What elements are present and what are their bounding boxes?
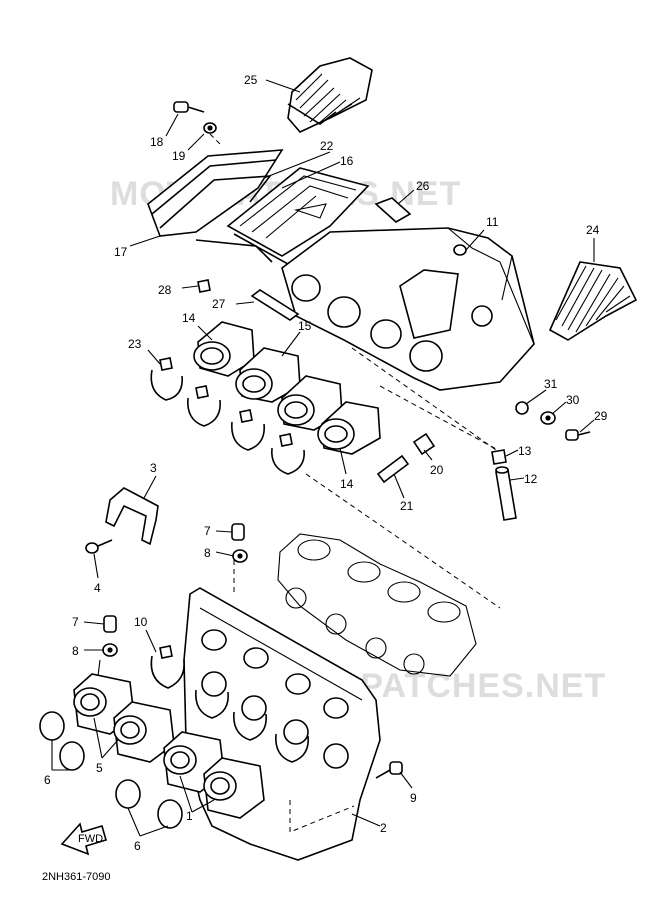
callout-20: 20 [430, 463, 444, 477]
callout-22: 22 [320, 139, 334, 153]
part-23-clamp-4 [271, 433, 305, 475]
part-24-duct [548, 261, 638, 341]
part-21-pipe [376, 454, 410, 484]
callout-17: 17 [114, 245, 128, 259]
callout-6-left: 6 [44, 773, 51, 787]
air-filter-assembly [147, 149, 370, 277]
callout-12: 12 [524, 472, 538, 486]
plate-clamp-c [275, 733, 309, 763]
part-8-nipple-lower [102, 643, 118, 657]
part-15-joint-a [235, 347, 301, 403]
part-14-joint-b [317, 401, 381, 455]
callout-8-lower: 8 [72, 644, 79, 658]
callout-7-lower: 7 [72, 615, 79, 629]
callout-8-upper: 8 [204, 546, 211, 560]
plate-clamp-a [195, 689, 229, 719]
callout-30: 30 [566, 393, 580, 407]
callout-1: 1 [186, 809, 193, 823]
part-26-clip [374, 197, 412, 223]
callout-18: 18 [150, 135, 164, 149]
part-29-bolt [565, 429, 591, 441]
callout-2: 2 [380, 821, 387, 835]
callout-16: 16 [340, 154, 354, 168]
callout-15: 15 [298, 319, 312, 333]
callout-27: 27 [212, 297, 226, 311]
part-14-joint-a [193, 321, 255, 377]
plate-clamp-b [233, 711, 267, 741]
part-28-clip [197, 279, 211, 293]
part-8-nipple-upper [232, 549, 248, 563]
part-13-cap [491, 449, 507, 465]
part-11-air-box [281, 227, 535, 391]
callout-6-bottom: 6 [134, 839, 141, 853]
fwd-arrow-icon: FWD [60, 822, 107, 856]
callout-26: 26 [416, 179, 430, 193]
part-4-bolt [85, 539, 113, 554]
part-27-strip [250, 289, 300, 321]
part-23-clamp-2 [187, 385, 221, 427]
callout-24: 24 [586, 223, 600, 237]
part-25-duct [287, 57, 373, 133]
part-19-washer [203, 122, 217, 134]
callout-25: 25 [244, 73, 258, 87]
part-30-washer [540, 411, 556, 425]
callout-28: 28 [158, 283, 172, 297]
svg-text:FWD: FWD [78, 833, 103, 845]
callout-10: 10 [134, 615, 148, 629]
part-6-oring-1 [39, 711, 65, 741]
callout-19: 19 [172, 149, 186, 163]
part-9-bolt [375, 761, 403, 779]
callout-13: 13 [518, 444, 532, 458]
part-20-fitting [412, 432, 436, 456]
part-6-oring-2 [59, 741, 85, 771]
part-23-clamp-3 [231, 409, 265, 451]
callouts: 25 18 19 22 16 26 11 24 17 28 27 14 15 2… [44, 73, 608, 853]
leader-lines [51, 79, 595, 837]
part-23-clamp-1 [150, 357, 183, 401]
diagram-code: 2NH361-7090 [42, 871, 111, 883]
callout-4: 4 [94, 581, 101, 595]
part-10-clamp [150, 645, 185, 689]
part-18-bolt [173, 101, 205, 113]
callout-29: 29 [594, 409, 608, 423]
callout-14-top: 14 [182, 311, 196, 325]
part-7-plug-lower [103, 615, 117, 633]
carburetor-outline [277, 533, 477, 677]
part-3-bracket [105, 487, 159, 546]
callout-21: 21 [400, 499, 414, 513]
callout-3: 3 [150, 461, 157, 475]
part-31-nut [515, 401, 529, 415]
part-6-oring-3 [115, 779, 141, 809]
callout-23: 23 [128, 337, 142, 351]
part-2-plate [183, 587, 381, 861]
part-7-plug-upper [231, 523, 245, 541]
callout-11: 11 [486, 215, 499, 229]
callout-31: 31 [544, 377, 558, 391]
part-12-hose [495, 466, 517, 521]
callout-9: 9 [410, 791, 417, 805]
callout-5: 5 [96, 761, 103, 775]
part-1-holder-b [203, 757, 265, 819]
callout-14-bottom: 14 [340, 477, 354, 491]
part-6-oring-4 [157, 799, 183, 829]
callout-7-upper: 7 [204, 524, 211, 538]
